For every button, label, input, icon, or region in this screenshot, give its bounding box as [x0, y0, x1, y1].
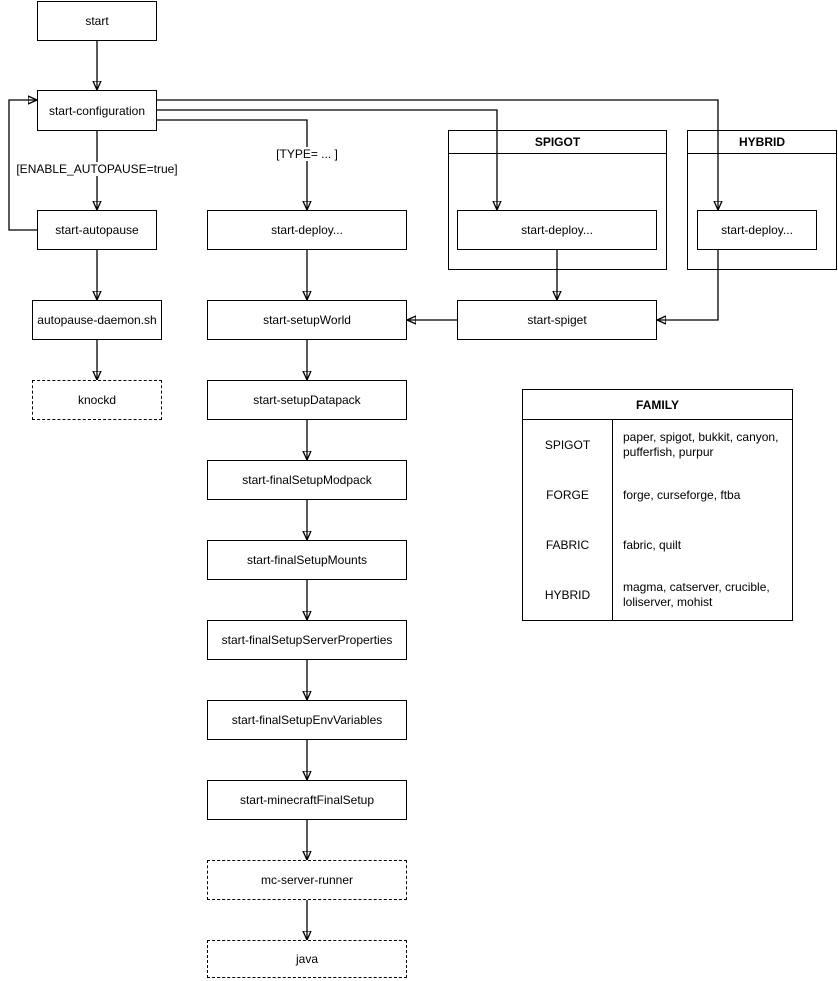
- node-start: start: [37, 1, 157, 41]
- node-spigot-start-deploy: start-deploy...: [457, 210, 657, 250]
- family-members: fabric, quilt: [623, 537, 682, 552]
- family-members: paper, spigot, bukkit, canyon, pufferfis…: [623, 430, 779, 459]
- node-knockd: knockd: [32, 380, 162, 420]
- family-name: SPIGOT: [523, 420, 613, 470]
- node-hybrid-start-deploy: start-deploy...: [697, 210, 817, 250]
- node-start-setupworld: start-setupWorld: [207, 300, 407, 340]
- node-start-autopause: start-autopause: [37, 210, 157, 250]
- container-hybrid: HYBRID: [687, 130, 837, 270]
- family-table-row-forge: FORGE forge, curseforge, ftba: [523, 470, 792, 520]
- node-mc-server-runner: mc-server-runner: [207, 860, 407, 900]
- container-hybrid-title: HYBRID: [688, 131, 836, 154]
- container-spigot-title: SPIGOT: [449, 131, 666, 154]
- family-table-row-spigot: SPIGOT paper, spigot, bukkit, canyon, pu…: [523, 420, 792, 470]
- family-members: forge, curseforge, ftba: [623, 487, 741, 502]
- family-table: FAMILY SPIGOT paper, spigot, bukkit, can…: [522, 389, 793, 621]
- family-members: magma, catserver, crucible, loliserver, …: [623, 580, 770, 609]
- edge-label-enable-autopause: [ENABLE_AUTOPAUSE=true]: [13, 162, 181, 176]
- node-start-spiget: start-spiget: [457, 300, 657, 340]
- node-start-finalsetupserverproperties: start-finalSetupServerProperties: [207, 620, 407, 660]
- family-name: FABRIC: [523, 520, 613, 570]
- family-table-title: FAMILY: [523, 390, 792, 420]
- node-start-minecraftfinalsetup: start-minecraftFinalSetup: [207, 780, 407, 820]
- node-java: java: [207, 940, 407, 978]
- node-start-finalsetupenvvariables: start-finalSetupEnvVariables: [207, 700, 407, 740]
- node-start-finalsetupmounts: start-finalSetupMounts: [207, 540, 407, 580]
- edge-autopause-loop-to-configuration: [8, 100, 37, 231]
- family-table-row-hybrid: HYBRID magma, catserver, crucible, lolis…: [523, 570, 792, 620]
- container-spigot: SPIGOT: [448, 130, 667, 270]
- family-name: FORGE: [523, 470, 613, 520]
- edge-label-type: [TYPE= ... ]: [273, 147, 341, 161]
- edge-configuration-to-deploy: [157, 119, 307, 210]
- node-start-finalsetupmodpack: start-finalSetupModpack: [207, 460, 407, 500]
- node-start-configuration: start-configuration: [37, 90, 157, 131]
- edge-configuration-to-hybrid-deploy: [157, 99, 718, 210]
- node-start-deploy: start-deploy...: [207, 210, 407, 250]
- node-autopause-daemon: autopause-daemon.sh: [32, 300, 162, 340]
- family-table-row-fabric: FABRIC fabric, quilt: [523, 520, 792, 570]
- edge-hybrid-deploy-to-spiget: [657, 250, 719, 320]
- edge-configuration-to-spigot-deploy: [157, 109, 497, 210]
- family-name: HYBRID: [523, 570, 613, 620]
- node-start-setupdatapack: start-setupDatapack: [207, 380, 407, 420]
